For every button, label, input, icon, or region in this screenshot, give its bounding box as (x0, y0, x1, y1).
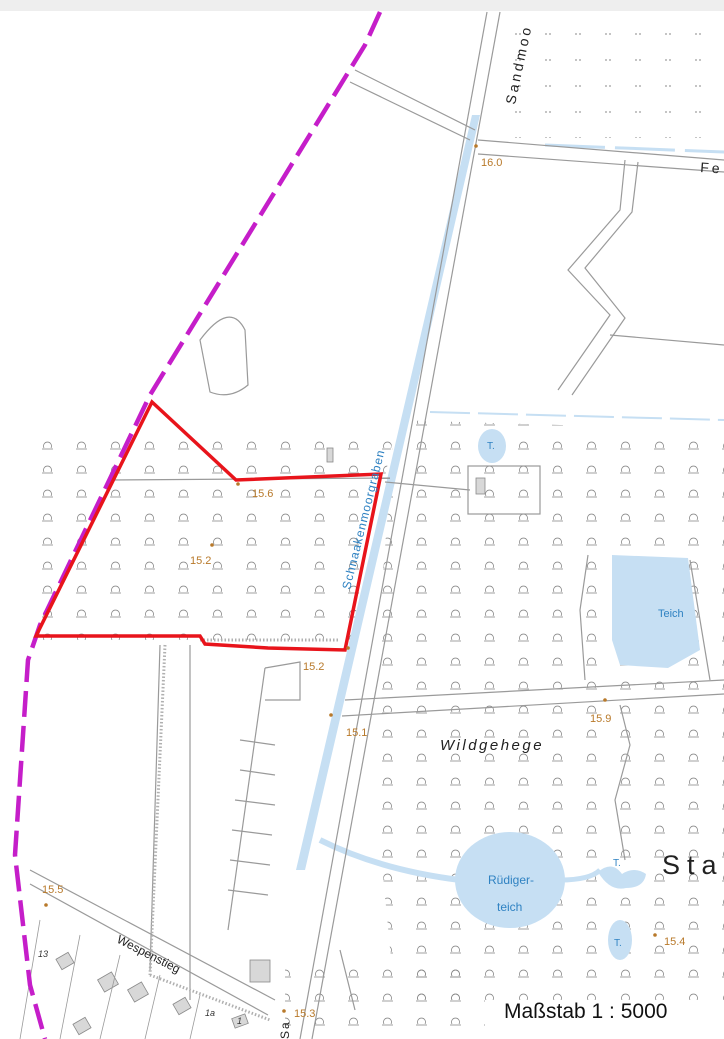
elevation-154: 15.4 (664, 936, 685, 948)
elevation-160: 16.0 (481, 157, 502, 169)
district-boundary (12, 11, 383, 1039)
orchard-area (512, 12, 724, 138)
woodland-area-left (40, 430, 395, 640)
house-number-1: 1 (237, 1016, 242, 1026)
street-label-sa: Sa (278, 1020, 292, 1039)
woodland-area-south (285, 960, 485, 1039)
stream-east (559, 868, 602, 883)
elevation-152b: 15.2 (303, 661, 324, 673)
elevation-155: 15.5 (42, 884, 63, 896)
area-label-district: Sta (662, 850, 724, 880)
water-line-north (429, 411, 724, 421)
house-number-13: 13 (38, 949, 48, 959)
top-frame-band (0, 0, 724, 11)
small-pond-3 (608, 920, 632, 960)
water-label-ruediger-2: teich (497, 900, 522, 914)
small-pond-2 (598, 866, 646, 889)
house-number-1a: 1a (205, 1008, 215, 1018)
water-label-t1: T. (487, 441, 495, 452)
planning-area-boundary (33, 399, 384, 652)
water-label-t3: T. (614, 938, 622, 949)
map-scale: Maßstab 1 : 5000 (500, 1000, 672, 1024)
elevation-159: 15.9 (590, 713, 611, 725)
house-number-labels: 13 1a 1 (38, 949, 242, 1026)
ruediger-teich (455, 832, 565, 928)
elevation-152a: 15.2 (190, 555, 211, 567)
water-label-ruediger-1: Rüdiger- (488, 873, 534, 887)
street-label-fe: Fe (700, 159, 723, 177)
teich-pond (612, 555, 700, 668)
elevation-151: 15.1 (346, 727, 367, 739)
small-pond-1 (478, 429, 506, 463)
stream-west (318, 837, 461, 883)
street-label-wespenstieg: Wespenstieg (115, 932, 183, 976)
area-label-wildgehege: Wildgehege (440, 737, 544, 754)
water-label-t2: T. (613, 858, 621, 869)
water-label-teich: Teich (658, 608, 684, 620)
elevation-153: 15.3 (294, 1008, 315, 1020)
elevation-points (44, 144, 657, 1013)
water-line-fe (544, 143, 724, 154)
dotted-field-edges (148, 638, 340, 1022)
buildings (55, 447, 486, 1036)
elevation-156: 15.6 (252, 488, 273, 500)
elevation-labels: 16.0 15.6 15.2 15.2 15.1 15.9 15.5 15.4 … (42, 157, 685, 1020)
